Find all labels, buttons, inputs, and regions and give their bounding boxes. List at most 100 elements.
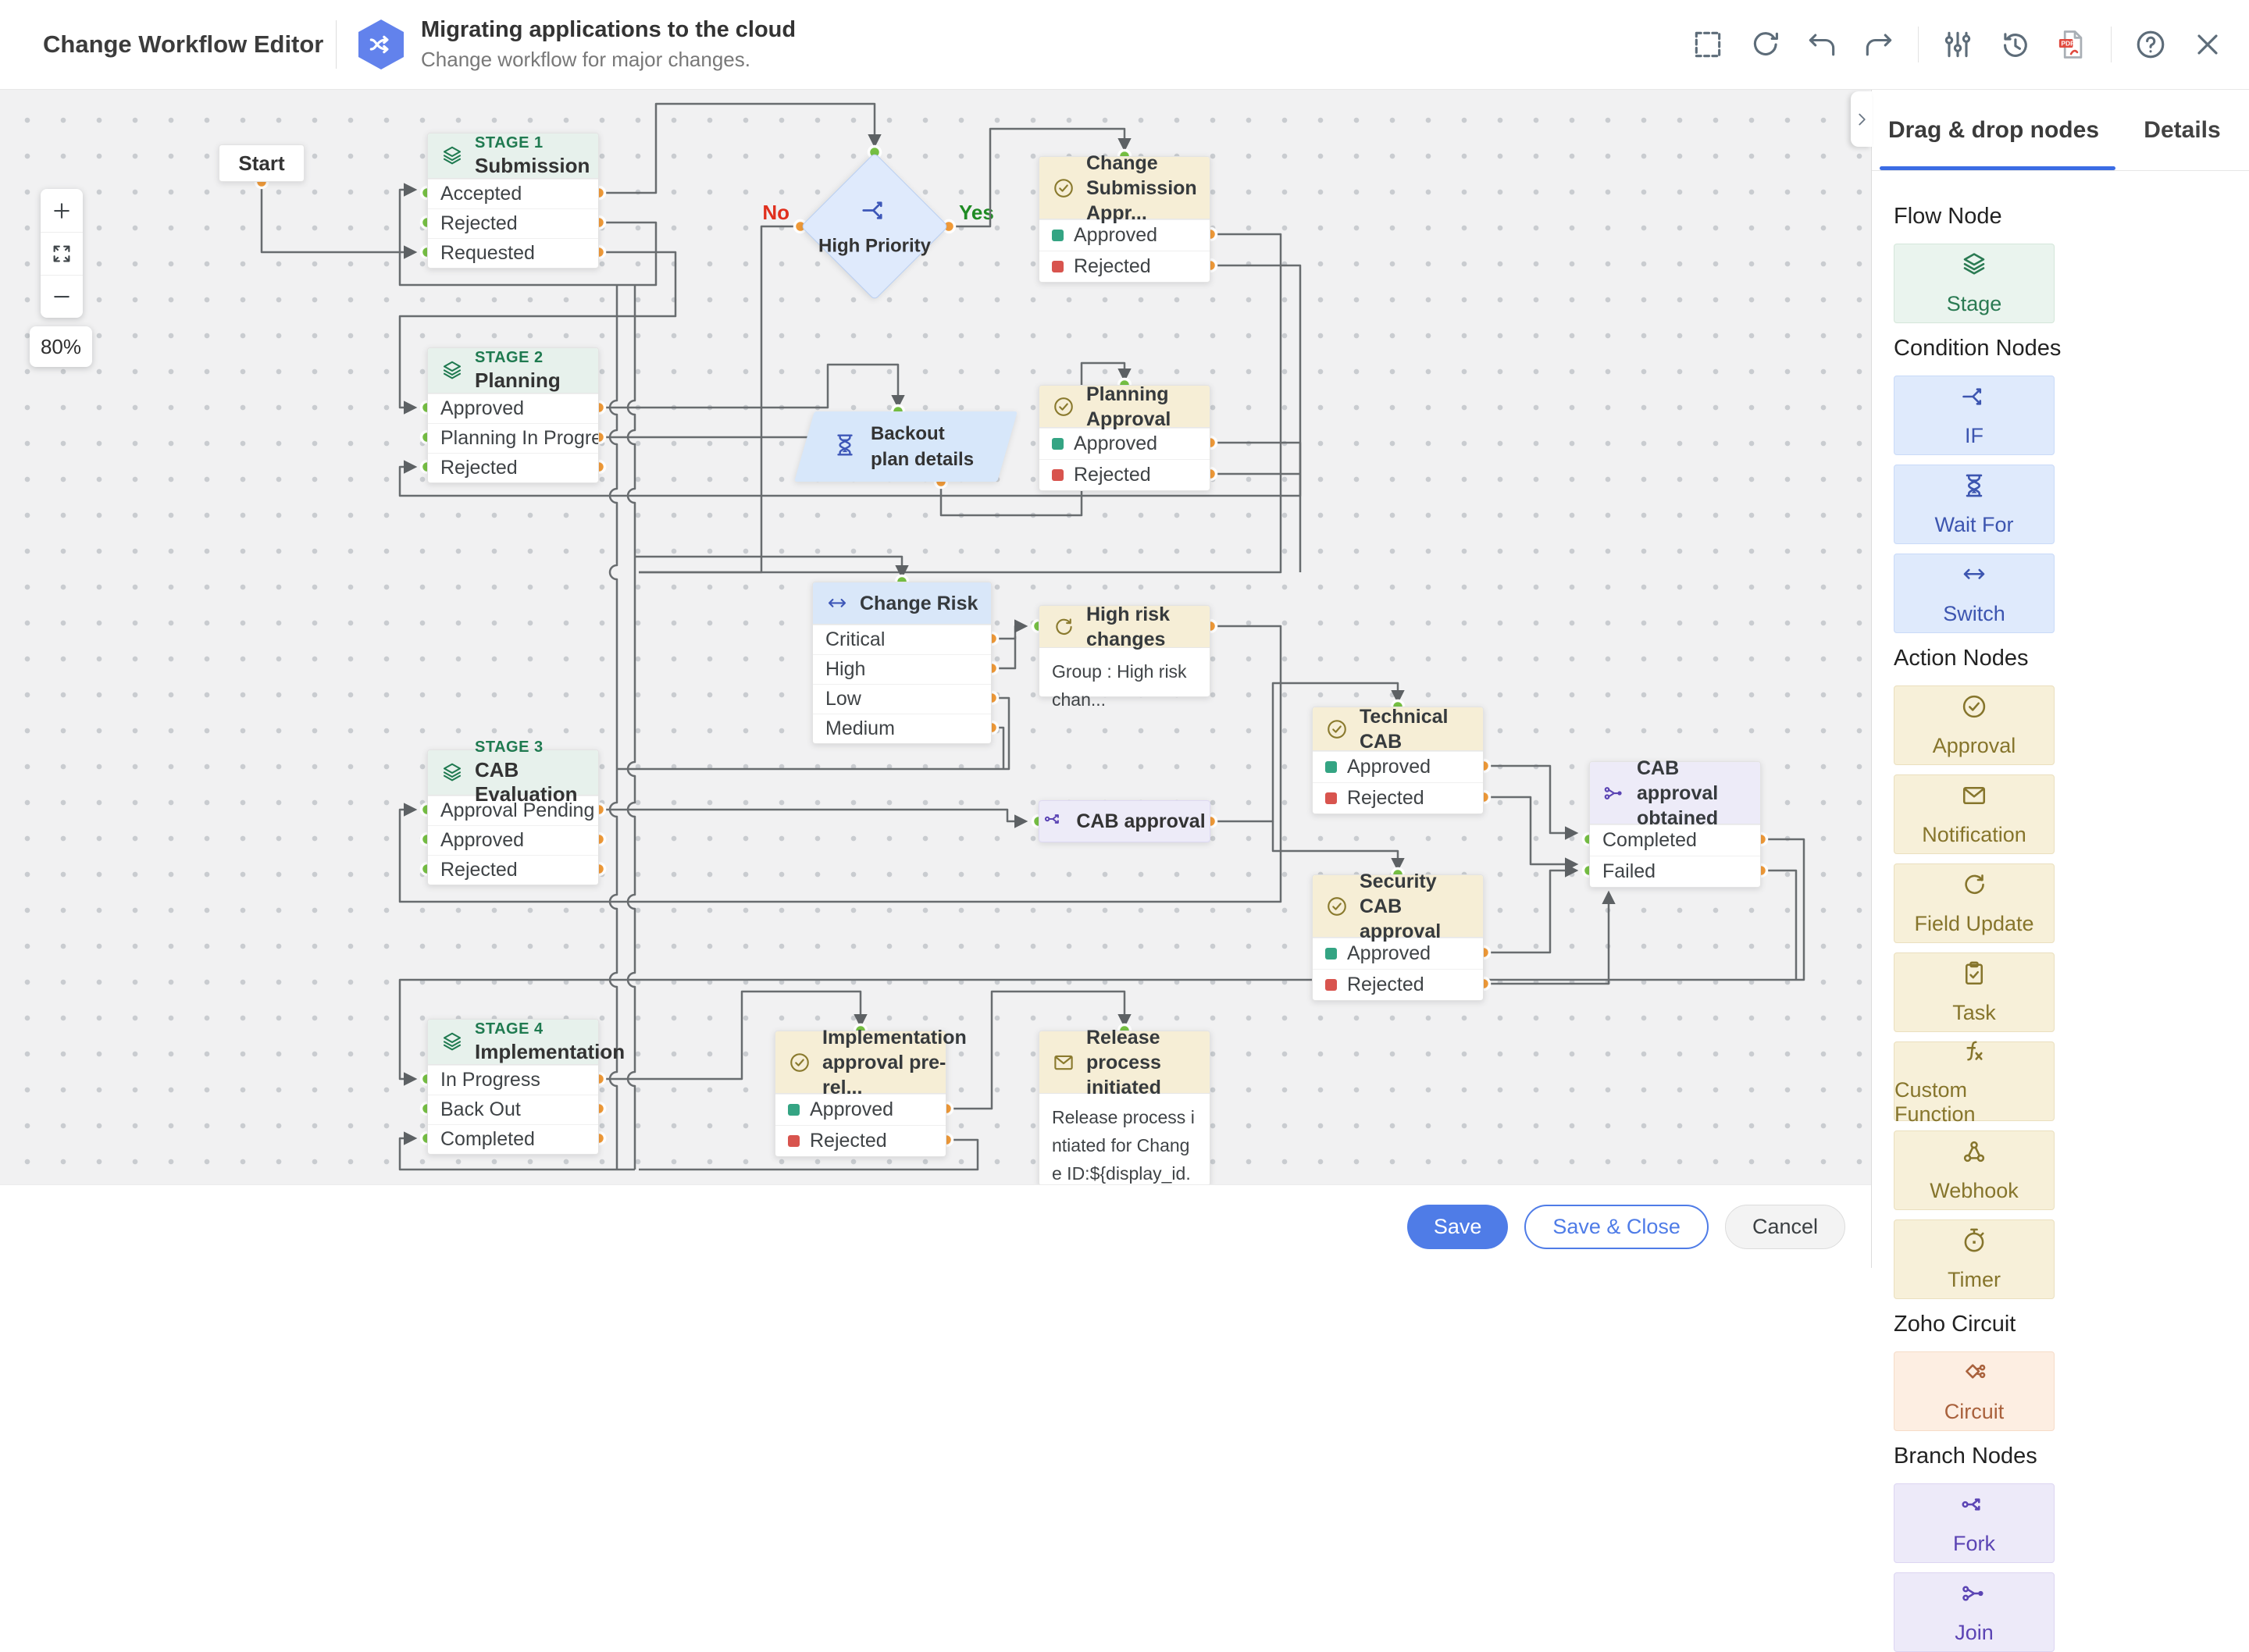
- node-row[interactable]: Rejected: [775, 1125, 946, 1156]
- workflow-edge: [639, 1138, 979, 1171]
- save-and-close-button[interactable]: Save & Close: [1524, 1204, 1709, 1249]
- node-row[interactable]: Requested: [428, 238, 598, 268]
- cancel-button[interactable]: Cancel: [1724, 1204, 1845, 1249]
- marquee-select-icon[interactable]: [1690, 27, 1726, 62]
- node-row[interactable]: High: [813, 654, 991, 684]
- node-row[interactable]: Rejected: [1039, 459, 1210, 490]
- zoom-out-button[interactable]: [41, 275, 83, 318]
- adjustments-icon[interactable]: [1940, 27, 1976, 62]
- node-cab-approval-fork[interactable]: CAB approval: [1039, 800, 1210, 842]
- node-row[interactable]: Rejected: [428, 855, 598, 885]
- fieldupdate-icon: [1960, 871, 1988, 904]
- node-backout-plan[interactable]: Backout plan details: [794, 411, 1018, 482]
- node-title: Change Submission Appr...: [1086, 151, 1197, 224]
- status-square-bad: [1325, 979, 1337, 991]
- node-row[interactable]: Planning In Progress: [428, 423, 598, 453]
- palette-circuit[interactable]: Circuit: [1894, 1351, 2055, 1431]
- node-row[interactable]: Back Out: [428, 1095, 598, 1124]
- status-square-bad: [1052, 469, 1064, 481]
- node-row[interactable]: Rejected: [1313, 969, 1483, 1000]
- node-row[interactable]: Accepted: [428, 179, 598, 208]
- palette-stage[interactable]: Stage: [1894, 244, 2055, 323]
- help-icon[interactable]: [2133, 27, 2169, 62]
- save-button[interactable]: Save: [1406, 1204, 1509, 1249]
- palette-field-update[interactable]: Field Update: [1894, 863, 2055, 943]
- palette-switch[interactable]: Switch: [1894, 554, 2055, 633]
- workflow-edge: [946, 990, 1132, 1110]
- palette-join[interactable]: Join: [1894, 1572, 2055, 1652]
- palette-notification[interactable]: Notification: [1894, 774, 2055, 854]
- export-pdf-icon[interactable]: PDF: [2054, 27, 2090, 62]
- palette-approval[interactable]: Approval: [1894, 685, 2055, 765]
- node-high-priority[interactable]: High Priority: [800, 152, 949, 301]
- node-row[interactable]: Approved: [428, 825, 598, 855]
- node-row[interactable]: Failed: [1590, 856, 1760, 887]
- palette-webhook[interactable]: Webhook: [1894, 1130, 2055, 1210]
- tab-details[interactable]: Details: [2144, 116, 2221, 143]
- node-row[interactable]: Approval Pending: [428, 796, 598, 825]
- close-icon[interactable]: [2190, 27, 2226, 62]
- node-row[interactable]: Completed: [428, 1124, 598, 1154]
- history-icon[interactable]: [1997, 27, 2033, 62]
- toolbar-divider: [1918, 27, 1919, 62]
- node-implementation-approval[interactable]: Implementation approval pre-rel...Approv…: [775, 1027, 967, 1157]
- node-row[interactable]: Low: [813, 684, 991, 714]
- palette-if[interactable]: IF: [1894, 376, 2055, 455]
- node-row[interactable]: Rejected: [428, 208, 598, 238]
- palette-timer[interactable]: Timer: [1894, 1219, 2055, 1299]
- palette-custom-function[interactable]: Custom Function: [1894, 1040, 2055, 1126]
- palette-label: Switch: [1943, 602, 2005, 625]
- row-label: Requested: [440, 242, 535, 264]
- undo-icon[interactable]: [1804, 27, 1840, 62]
- node-row[interactable]: Approved: [1313, 938, 1483, 969]
- node-title: Implementation: [475, 1039, 626, 1063]
- status-square-ok: [1325, 761, 1337, 773]
- node-row[interactable]: Medium: [813, 714, 991, 743]
- node-start[interactable]: Start: [219, 144, 305, 182]
- sidebar-collapse-button[interactable]: [1851, 91, 1872, 147]
- tab-drag-drop-nodes[interactable]: Drag & drop nodes: [1872, 90, 2115, 170]
- node-row[interactable]: Completed: [1590, 824, 1760, 856]
- palette-task[interactable]: Task: [1894, 952, 2055, 1032]
- fit-screen-button[interactable]: [41, 232, 83, 275]
- node-row[interactable]: Critical: [813, 625, 991, 654]
- node-row[interactable]: Rejected: [1039, 251, 1210, 282]
- wait-icon: [832, 432, 858, 462]
- reload-icon[interactable]: [1747, 27, 1783, 62]
- palette-wait-for[interactable]: Wait For: [1894, 465, 2055, 544]
- redo-icon[interactable]: [1861, 27, 1897, 62]
- node-row[interactable]: Approved: [1039, 219, 1210, 251]
- node-row[interactable]: In Progress: [428, 1065, 598, 1095]
- workflow-edge: [398, 183, 658, 287]
- node-row[interactable]: Approved: [428, 393, 598, 423]
- workflow-edge: [398, 1131, 635, 1171]
- timer-icon: [1960, 1227, 1988, 1260]
- node-row[interactable]: Rejected: [428, 453, 598, 482]
- row-label: Medium: [825, 717, 895, 739]
- node-title: CAB approval: [1076, 810, 1206, 832]
- node-row[interactable]: Approved: [1039, 428, 1210, 459]
- node-title: Change Risk: [860, 592, 978, 614]
- node-title: CAB approval obtained: [1637, 757, 1719, 829]
- node-row[interactable]: Approved: [1313, 751, 1483, 782]
- section-title: Condition Nodes: [1894, 336, 2062, 361]
- zoom-in-button[interactable]: [41, 189, 83, 232]
- node-row[interactable]: Rejected: [1313, 782, 1483, 814]
- palette-fork[interactable]: Fork: [1894, 1483, 2055, 1563]
- node-row[interactable]: Approved: [775, 1094, 946, 1125]
